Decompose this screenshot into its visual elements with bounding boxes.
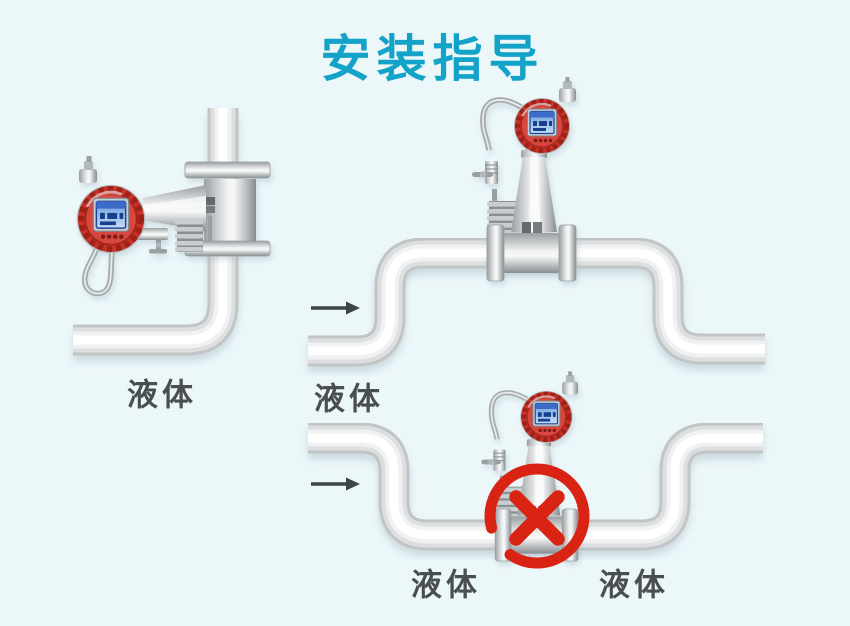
diagram-bottom-right [308, 371, 763, 569]
flow-arrow-icon [311, 301, 360, 315]
fluid-label-bottom-right: 液体 [599, 567, 669, 604]
flange-top [184, 161, 271, 179]
fluid-label-top-right-inlet: 液体 [314, 381, 384, 418]
flowmeter-horizontal-mount [77, 156, 271, 297]
page-title: 安装指导 [320, 30, 545, 88]
prohibition-icon [484, 463, 590, 569]
flow-arrow-icon [311, 477, 360, 491]
diagram-left [73, 108, 271, 340]
flowmeter-upright [472, 77, 576, 281]
diagram-top-right [308, 77, 765, 351]
meter-display-head [77, 185, 145, 253]
fluid-label-left-diagram: 液体 [127, 377, 197, 414]
fluid-label-bottom-left: 液体 [411, 567, 481, 604]
